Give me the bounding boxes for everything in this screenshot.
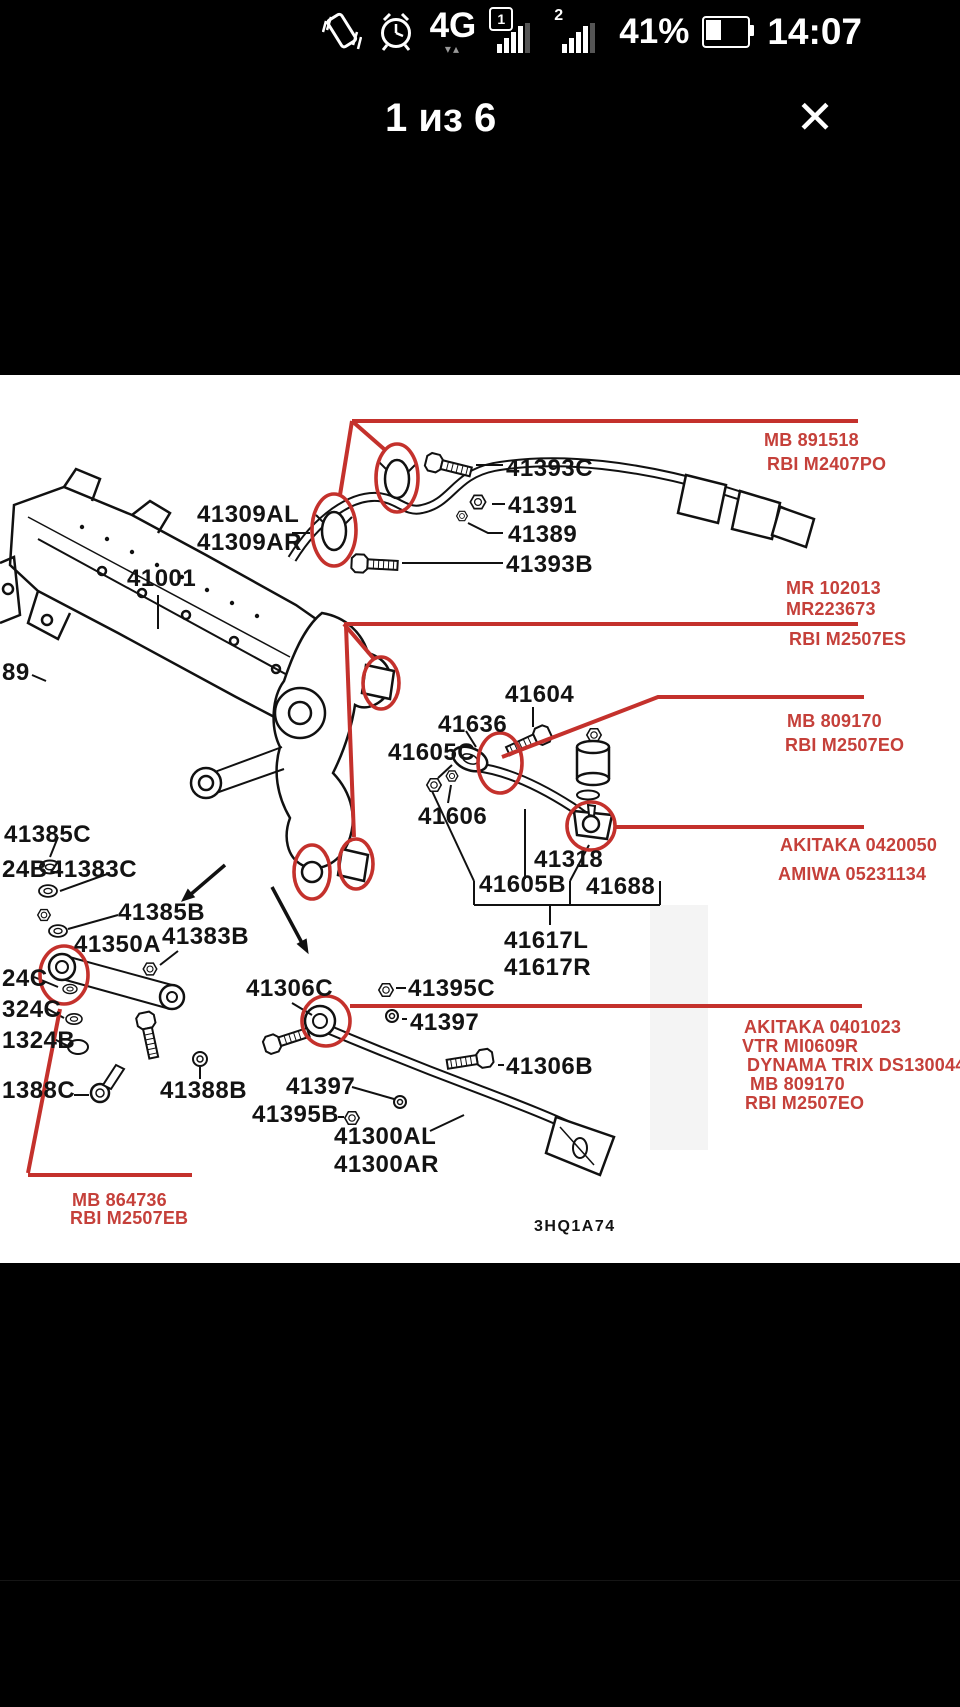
red-note: MR 102013 — [786, 578, 881, 598]
red-ellipse — [300, 994, 352, 1048]
part-label: 41397 — [286, 1073, 356, 1100]
part-label: 41605B — [479, 871, 567, 898]
leader-lines — [31, 464, 661, 1132]
network-type-label: 4G — [429, 6, 477, 45]
part-label: 41617R — [504, 954, 592, 981]
red-note: AKITAKA 0401023 — [744, 1017, 902, 1037]
red-ellipse — [337, 837, 375, 891]
part-label: 1324B — [2, 1027, 76, 1054]
red-note: MB 891518 — [764, 430, 859, 450]
signal-bars-icon: 1 — [489, 7, 541, 55]
red-ellipse — [292, 843, 332, 901]
sim1-badge: 1 — [489, 7, 514, 31]
red-note: RBI M2507EO — [785, 735, 905, 755]
clock: 14:07 — [767, 10, 862, 52]
image-viewer-header: 1 из 6 ✕ — [0, 84, 960, 168]
part-label: 1388C — [2, 1077, 76, 1104]
part-label: 41383C — [50, 856, 138, 883]
part-label: 41306C — [246, 975, 334, 1002]
signal-bars-icon: 2 — [554, 7, 606, 55]
network-activity-arrows: ▾▴ — [444, 42, 461, 56]
red-note: MB 809170 — [787, 711, 882, 731]
part-label: 41617L — [504, 927, 589, 954]
part-label: 41350A — [74, 931, 162, 958]
part-label: 41605C — [388, 739, 476, 766]
part-label: 41389 — [508, 521, 578, 548]
part-label: 41300AR — [334, 1151, 439, 1178]
crossmember-41001 — [0, 467, 344, 723]
part-label: 24B — [2, 856, 48, 883]
lower-arm-41300 — [303, 1004, 616, 1177]
red-note: AKITAKA 0420050 — [780, 835, 938, 855]
part-label: 324C — [2, 996, 62, 1023]
sim2-bars — [562, 23, 596, 53]
red-note: RBI M2507EO — [745, 1093, 865, 1113]
battery-percent: 41% — [619, 11, 690, 51]
red-ellipse — [310, 492, 358, 568]
part-label: 24C — [2, 965, 48, 992]
close-icon[interactable]: ✕ — [788, 90, 842, 144]
battery-icon — [702, 16, 755, 48]
red-ellipse — [361, 655, 401, 711]
part-label: 41388B — [160, 1077, 248, 1104]
part-label: 41395C — [408, 975, 496, 1002]
red-ellipse — [476, 731, 524, 795]
part-label: 3HQ1A74 — [534, 1218, 616, 1235]
phone-vibrate-icon — [321, 12, 362, 50]
part-label: 41309AR — [197, 529, 302, 556]
red-note: RBI M2407PO — [767, 454, 887, 474]
sim2-badge: 2 — [554, 7, 564, 24]
alarm-clock-icon — [380, 12, 411, 51]
scan-shading — [650, 905, 708, 1150]
part-label: 41393C — [506, 455, 594, 482]
part-label: 41309AL — [197, 501, 300, 528]
red-ellipse — [38, 944, 90, 1006]
red-note: RBI M2507EB — [70, 1208, 189, 1228]
part-label: 41385C — [4, 821, 92, 848]
page-counter: 1 из 6 — [385, 96, 497, 140]
part-label: 41306B — [506, 1053, 594, 1080]
part-label: 41391 — [508, 492, 578, 519]
stabilizer-bar — [287, 457, 816, 562]
part-label: 41393B — [506, 551, 594, 578]
part-label: 41606 — [418, 803, 488, 830]
screen-bottom-divider — [0, 1580, 960, 1581]
red-ellipse — [374, 442, 420, 514]
part-label: 41397 — [410, 1009, 480, 1036]
red-note: MB 864736 — [72, 1190, 167, 1210]
part-label: 41318 — [534, 846, 604, 873]
part-label: 41001 — [127, 565, 197, 592]
red-ellipse — [565, 800, 617, 852]
detail-arrows — [181, 863, 309, 955]
small-hardware — [37, 451, 496, 1126]
part-label: 89 — [2, 659, 30, 686]
diagram-artwork — [0, 419, 864, 1177]
red-note: MR223673 — [786, 599, 876, 619]
part-label: 41300AL — [334, 1123, 437, 1150]
part-label: 41636 — [438, 711, 508, 738]
red-annotation-marks — [26, 419, 864, 1177]
status-bar: 4G ▾▴ 1 2 41% 14:07 — [0, 0, 960, 62]
red-note: DYNAMA TRIX DS130044 — [747, 1055, 960, 1075]
red-note: VTR MI0609R — [742, 1036, 859, 1056]
red-note: RBI M2507ES — [789, 629, 907, 649]
network-indicator: 4G ▾▴ — [429, 6, 477, 56]
part-label: 41395B — [252, 1101, 340, 1128]
part-label: 41383B — [162, 923, 250, 950]
red-note: MB 809170 — [750, 1074, 845, 1094]
sim1-bars — [497, 23, 531, 53]
part-label: 41604 — [505, 681, 575, 708]
part-label: 41385B — [118, 899, 206, 926]
red-note: AMIWA 05231134 — [778, 864, 927, 884]
part-label: 41688 — [586, 873, 656, 900]
